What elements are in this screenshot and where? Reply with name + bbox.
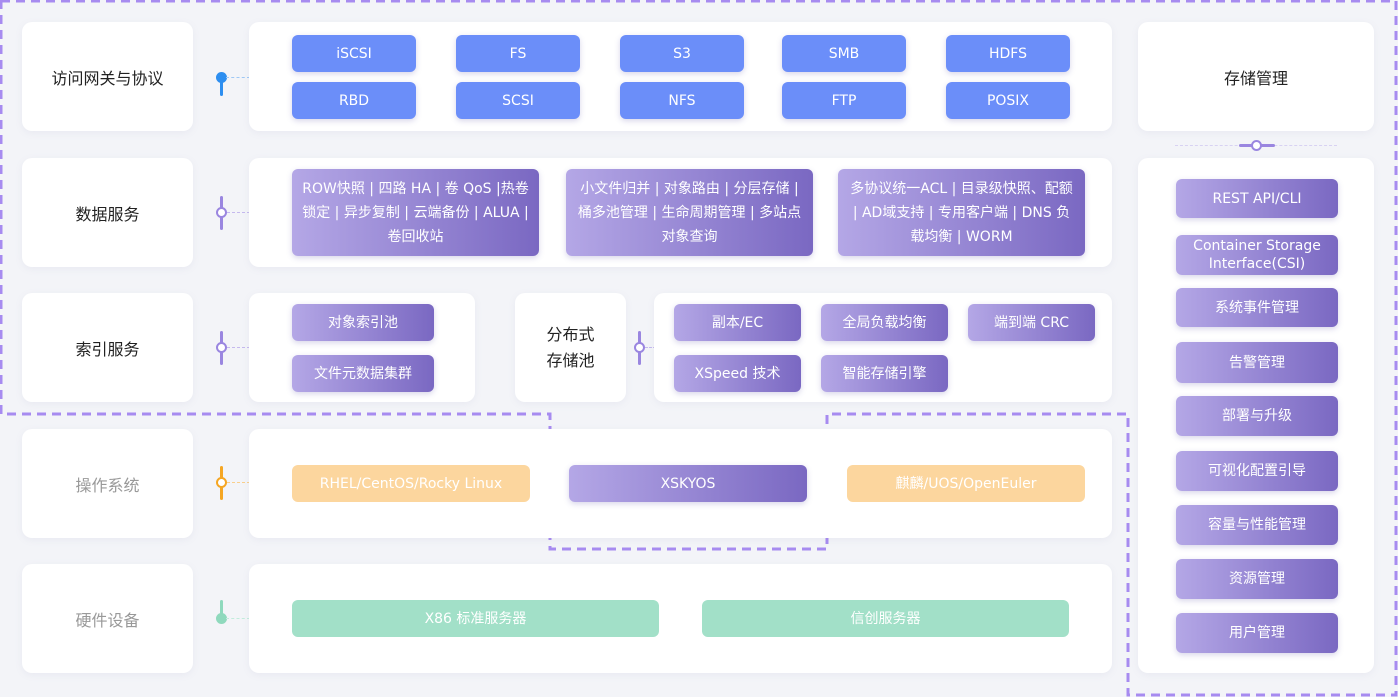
os-xskyos: XSKYOS (569, 465, 807, 502)
feature-global-load-balance: 全局负载均衡 (821, 304, 948, 341)
hardware-xinchuang-server: 信创服务器 (702, 600, 1069, 637)
storage-management-title-card: 存储管理 (1138, 22, 1374, 131)
connector-data-service (216, 196, 250, 230)
row-label-data-service-text: 数据服务 (75, 204, 140, 224)
protocol-fs: FS (456, 35, 580, 72)
hardware-panel: X86 标准服务器 信创服务器 (249, 564, 1112, 673)
storage-management-title: 存储管理 (1223, 68, 1288, 88)
protocol-ftp: FTP (782, 82, 906, 119)
connector-distributed-pool (634, 331, 656, 365)
row-label-index-service-text: 索引服务 (75, 339, 140, 359)
mgmt-system-events: 系统事件管理 (1176, 288, 1338, 327)
protocol-s3: S3 (620, 35, 744, 72)
hardware-x86-server: X86 标准服务器 (292, 600, 659, 637)
storage-management-panel: REST API/CLI Container Storage Interface… (1138, 158, 1374, 673)
index-object-pool: 对象索引池 (292, 304, 434, 341)
protocol-rbd: RBD (292, 82, 416, 119)
connector-hardware (216, 600, 250, 626)
row-label-index-service: 索引服务 (22, 293, 193, 402)
distributed-pool-line1: 分布式 (546, 324, 595, 344)
data-service-object: 小文件归并 | 对象路由 | 分层存储 | 桶多池管理 | 生命周期管理 | 多… (566, 169, 813, 256)
distributed-pool-line2: 存储池 (546, 350, 595, 370)
row-label-gateway-text: 访问网关与协议 (51, 68, 164, 88)
connector-index-service (216, 331, 250, 365)
row-label-data-service: 数据服务 (22, 158, 193, 267)
mgmt-alerts: 告警管理 (1176, 342, 1338, 383)
protocol-posix: POSIX (946, 82, 1070, 119)
protocol-smb: SMB (782, 35, 906, 72)
row-label-gateway: 访问网关与协议 (22, 22, 193, 131)
feature-xspeed: XSpeed 技术 (674, 355, 801, 392)
protocol-nfs: NFS (620, 82, 744, 119)
distributed-pool-panel: 分布式 存储池 (515, 293, 626, 402)
feature-smart-engine: 智能存储引擎 (821, 355, 948, 392)
connector-storage-management (1175, 138, 1337, 152)
connector-os (216, 466, 250, 500)
os-panel: RHEL/CentOS/Rocky Linux XSKYOS 麒麟/UOS/Op… (249, 429, 1112, 538)
data-service-block: ROW快照 | 四路 HA | 卷 QoS |热卷锁定 | 异步复制 | 云端备… (292, 169, 539, 256)
row-label-os: 操作系统 (22, 429, 193, 538)
index-items-panel: 对象索引池 文件元数据集群 (249, 293, 475, 402)
row-label-hardware-text: 硬件设备 (75, 610, 140, 630)
connector-gateway (216, 70, 250, 96)
row-label-os-text: 操作系统 (75, 475, 140, 495)
pool-features-panel: 副本/EC 全局负载均衡 端到端 CRC XSpeed 技术 智能存储引擎 (654, 293, 1112, 402)
protocols-panel: iSCSI FS S3 SMB HDFS RBD SCSI NFS FTP PO… (249, 22, 1112, 131)
protocol-scsi: SCSI (456, 82, 580, 119)
os-rhel: RHEL/CentOS/Rocky Linux (292, 465, 530, 502)
mgmt-users: 用户管理 (1176, 613, 1338, 653)
protocol-hdfs: HDFS (946, 35, 1070, 72)
mgmt-resources: 资源管理 (1176, 559, 1338, 599)
mgmt-rest-api-cli: REST API/CLI (1176, 179, 1338, 218)
feature-end-to-end-crc: 端到端 CRC (968, 304, 1095, 341)
mgmt-csi: Container Storage Interface(CSI) (1176, 235, 1338, 275)
protocol-iscsi: iSCSI (292, 35, 416, 72)
index-file-metadata-cluster: 文件元数据集群 (292, 355, 434, 392)
mgmt-visual-config: 可视化配置引导 (1176, 451, 1338, 491)
feature-replica-ec: 副本/EC (674, 304, 801, 341)
data-services-panel: ROW快照 | 四路 HA | 卷 QoS |热卷锁定 | 异步复制 | 云端备… (249, 158, 1112, 267)
mgmt-capacity-performance: 容量与性能管理 (1176, 505, 1338, 545)
row-label-hardware: 硬件设备 (22, 564, 193, 673)
data-service-file: 多协议统一ACL | 目录级快照、配额 | AD域支持 | 专用客户端 | DN… (838, 169, 1085, 256)
mgmt-deploy-upgrade: 部署与升级 (1176, 396, 1338, 436)
os-kylin: 麒麟/UOS/OpenEuler (847, 465, 1085, 502)
